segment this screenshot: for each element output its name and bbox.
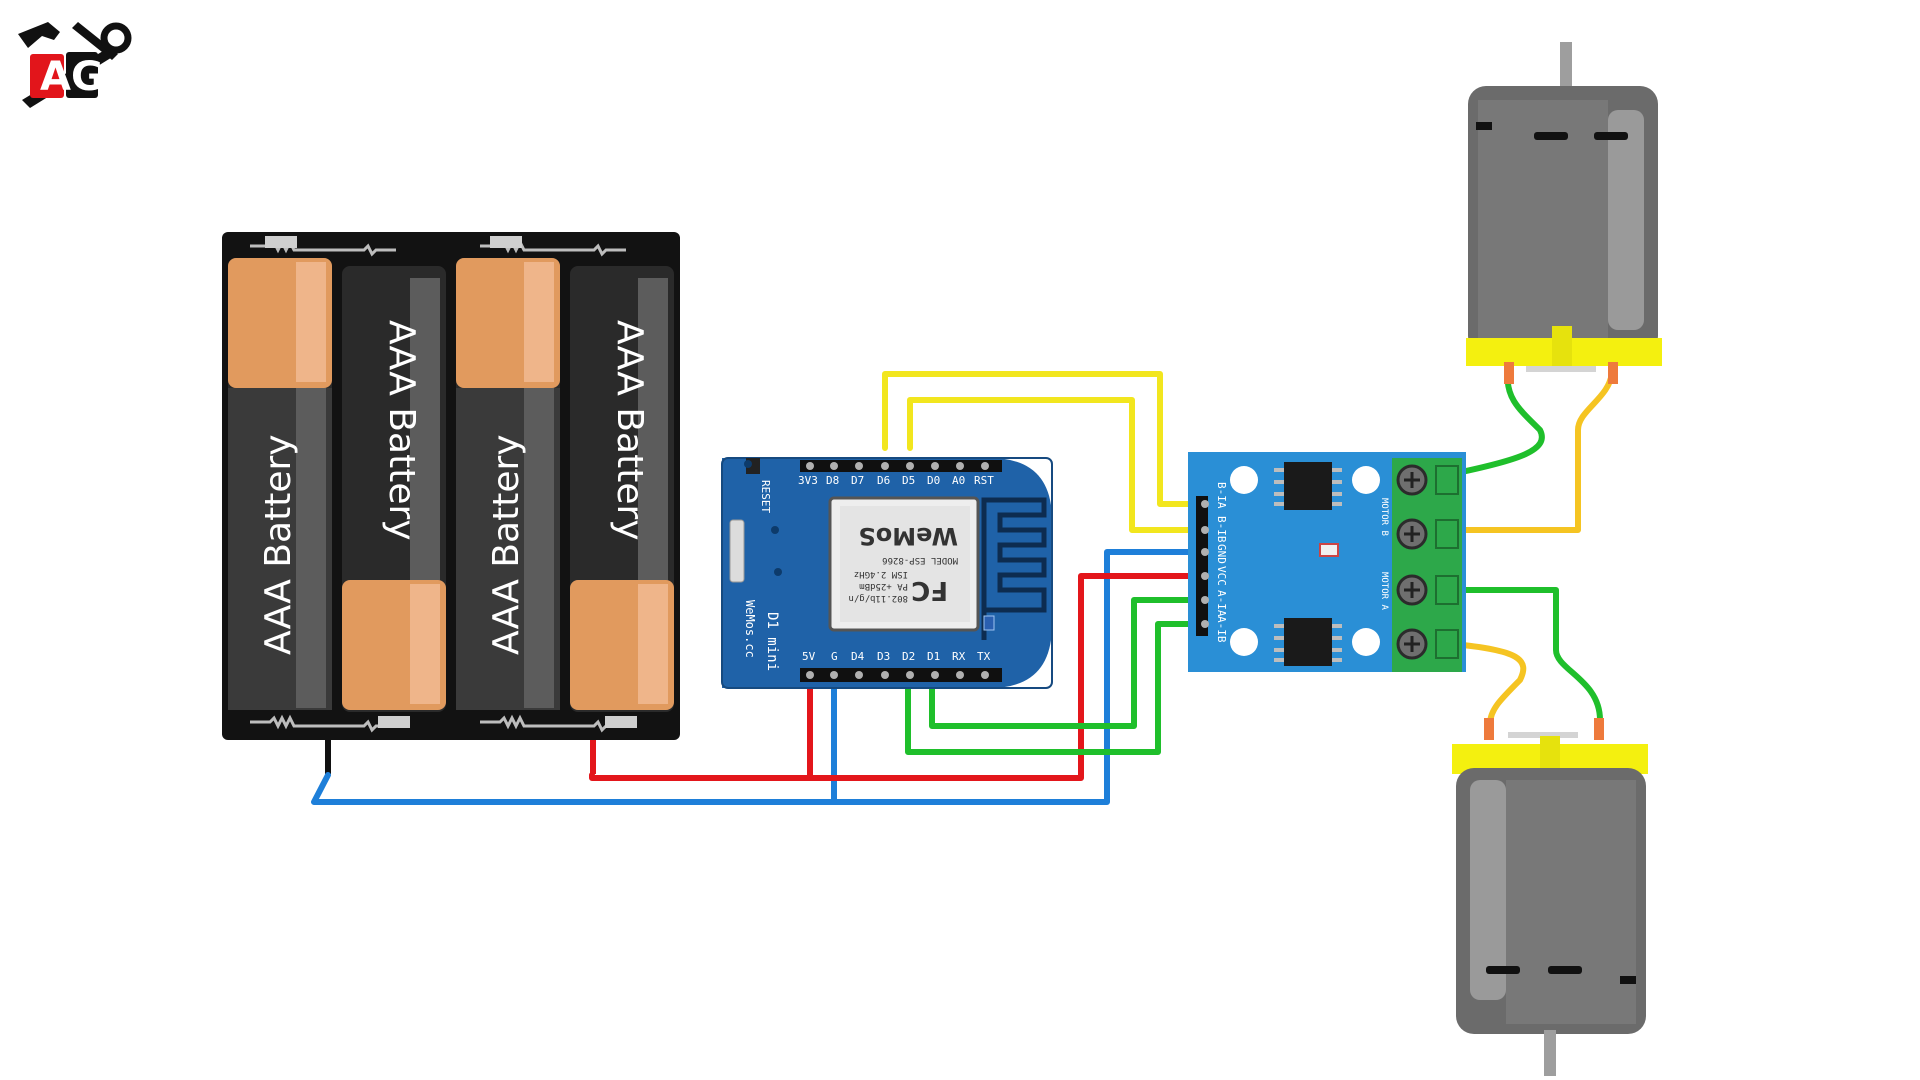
motor-a: [1452, 718, 1648, 1076]
driver-pin-1: B-IA: [1215, 482, 1228, 509]
driver-header: [1196, 496, 1209, 636]
driver-chip-a: [1284, 618, 1332, 666]
battery-cell-label-2: AAA Battery: [381, 320, 422, 541]
pin-label-top-5: D5: [902, 474, 915, 487]
wire-orange-motor-a2: [1449, 641, 1527, 727]
bottom-header: 5V G D4 D3 D2 D1 RX TX: [800, 650, 1002, 682]
reset-label: RESET: [759, 480, 772, 513]
pin-label-top-8: RST: [974, 474, 994, 487]
logo: AG: [18, 22, 132, 108]
antenna-trace: [981, 497, 1047, 640]
battery-cell-4: AAA Battery: [570, 266, 674, 712]
wires: [311, 369, 1615, 805]
pin-label-bottom-8: TX: [977, 650, 991, 663]
module-standard: 802.11b/g/n: [848, 593, 908, 603]
wire-green-motor-a1: [1449, 587, 1603, 723]
pin-label-bottom-2: G: [831, 650, 838, 663]
board-name: D1 mini: [764, 612, 780, 671]
logo-text: AG: [40, 54, 104, 100]
driver-pin-2: B-IB: [1215, 516, 1228, 543]
board-url: WeMos.cc: [743, 600, 757, 658]
pin-label-top-7: A0: [952, 474, 965, 487]
module-pa: PA +25dBm: [859, 581, 908, 591]
pin-label-top-4: D6: [877, 474, 890, 487]
driver-pin-4: VCC: [1215, 566, 1228, 586]
wire-yellow-d6: [882, 371, 1208, 507]
wire-blue-ground: [311, 549, 1208, 805]
motor-a-label: MOTOR A: [1379, 572, 1389, 611]
pin-label-top-3: D7: [851, 474, 864, 487]
pin-label-bottom-7: RX: [952, 650, 966, 663]
module-cert: FC: [911, 575, 948, 605]
driver-pin-3: GND: [1215, 544, 1228, 564]
pin-label-top-6: D0: [927, 474, 940, 487]
pin-label-bottom-1: 5V: [802, 650, 816, 663]
motor-b: [1466, 42, 1662, 384]
pin-label-top-1: 3V3: [798, 474, 818, 487]
pin-label-bottom-4: D3: [877, 650, 890, 663]
battery-cell-label-4: AAA Battery: [609, 320, 650, 541]
driver-pin-6: A-IB: [1215, 616, 1228, 643]
battery-cell-2: AAA Battery: [342, 266, 446, 712]
module-brand: WeMoS: [858, 522, 958, 550]
wire-yellow-d5: [907, 397, 1208, 533]
pin-label-bottom-5: D2: [902, 650, 915, 663]
wire-red-vcc: [589, 573, 1208, 781]
battery-cell-3: AAA Battery: [456, 258, 560, 710]
module-model: MODEL ESP-8266: [882, 555, 958, 565]
driver-pin-5: A-IA: [1215, 590, 1228, 617]
motor-b-shaft: [1560, 42, 1572, 88]
battery-cell-label-1: AAA Battery: [258, 434, 299, 655]
battery-cell-label-3: AAA Battery: [486, 434, 527, 655]
d1-mini-board: RESET FC 802.11b/g/n PA +25dBm ISM 2.4GH…: [721, 457, 1053, 689]
driver-chip-b: [1284, 462, 1332, 510]
battery-cell-1: AAA Battery: [228, 258, 332, 710]
pin-label-bottom-3: D4: [851, 650, 865, 663]
motor-driver-board: B-IA B-IB GND VCC A-IA A-IB MOTOR B MOTO…: [1188, 452, 1466, 672]
motor-b-label: MOTOR B: [1379, 498, 1389, 536]
motor-a-shaft: [1544, 1030, 1556, 1076]
wire-green-d2: [905, 621, 1208, 755]
pin-label-top-2: D8: [826, 474, 839, 487]
battery-pack: AAA Battery AAA Battery AAA Battery AAA …: [222, 232, 680, 774]
wire-green-d1: [929, 597, 1208, 729]
module-ism: ISM 2.4GHz: [854, 569, 908, 579]
top-header: 3V3 D8 D7 D6 D5 D0 A0 RST: [798, 460, 1002, 487]
pin-label-bottom-6: D1: [927, 650, 940, 663]
wire-green-motor-b1: [1449, 369, 1545, 477]
